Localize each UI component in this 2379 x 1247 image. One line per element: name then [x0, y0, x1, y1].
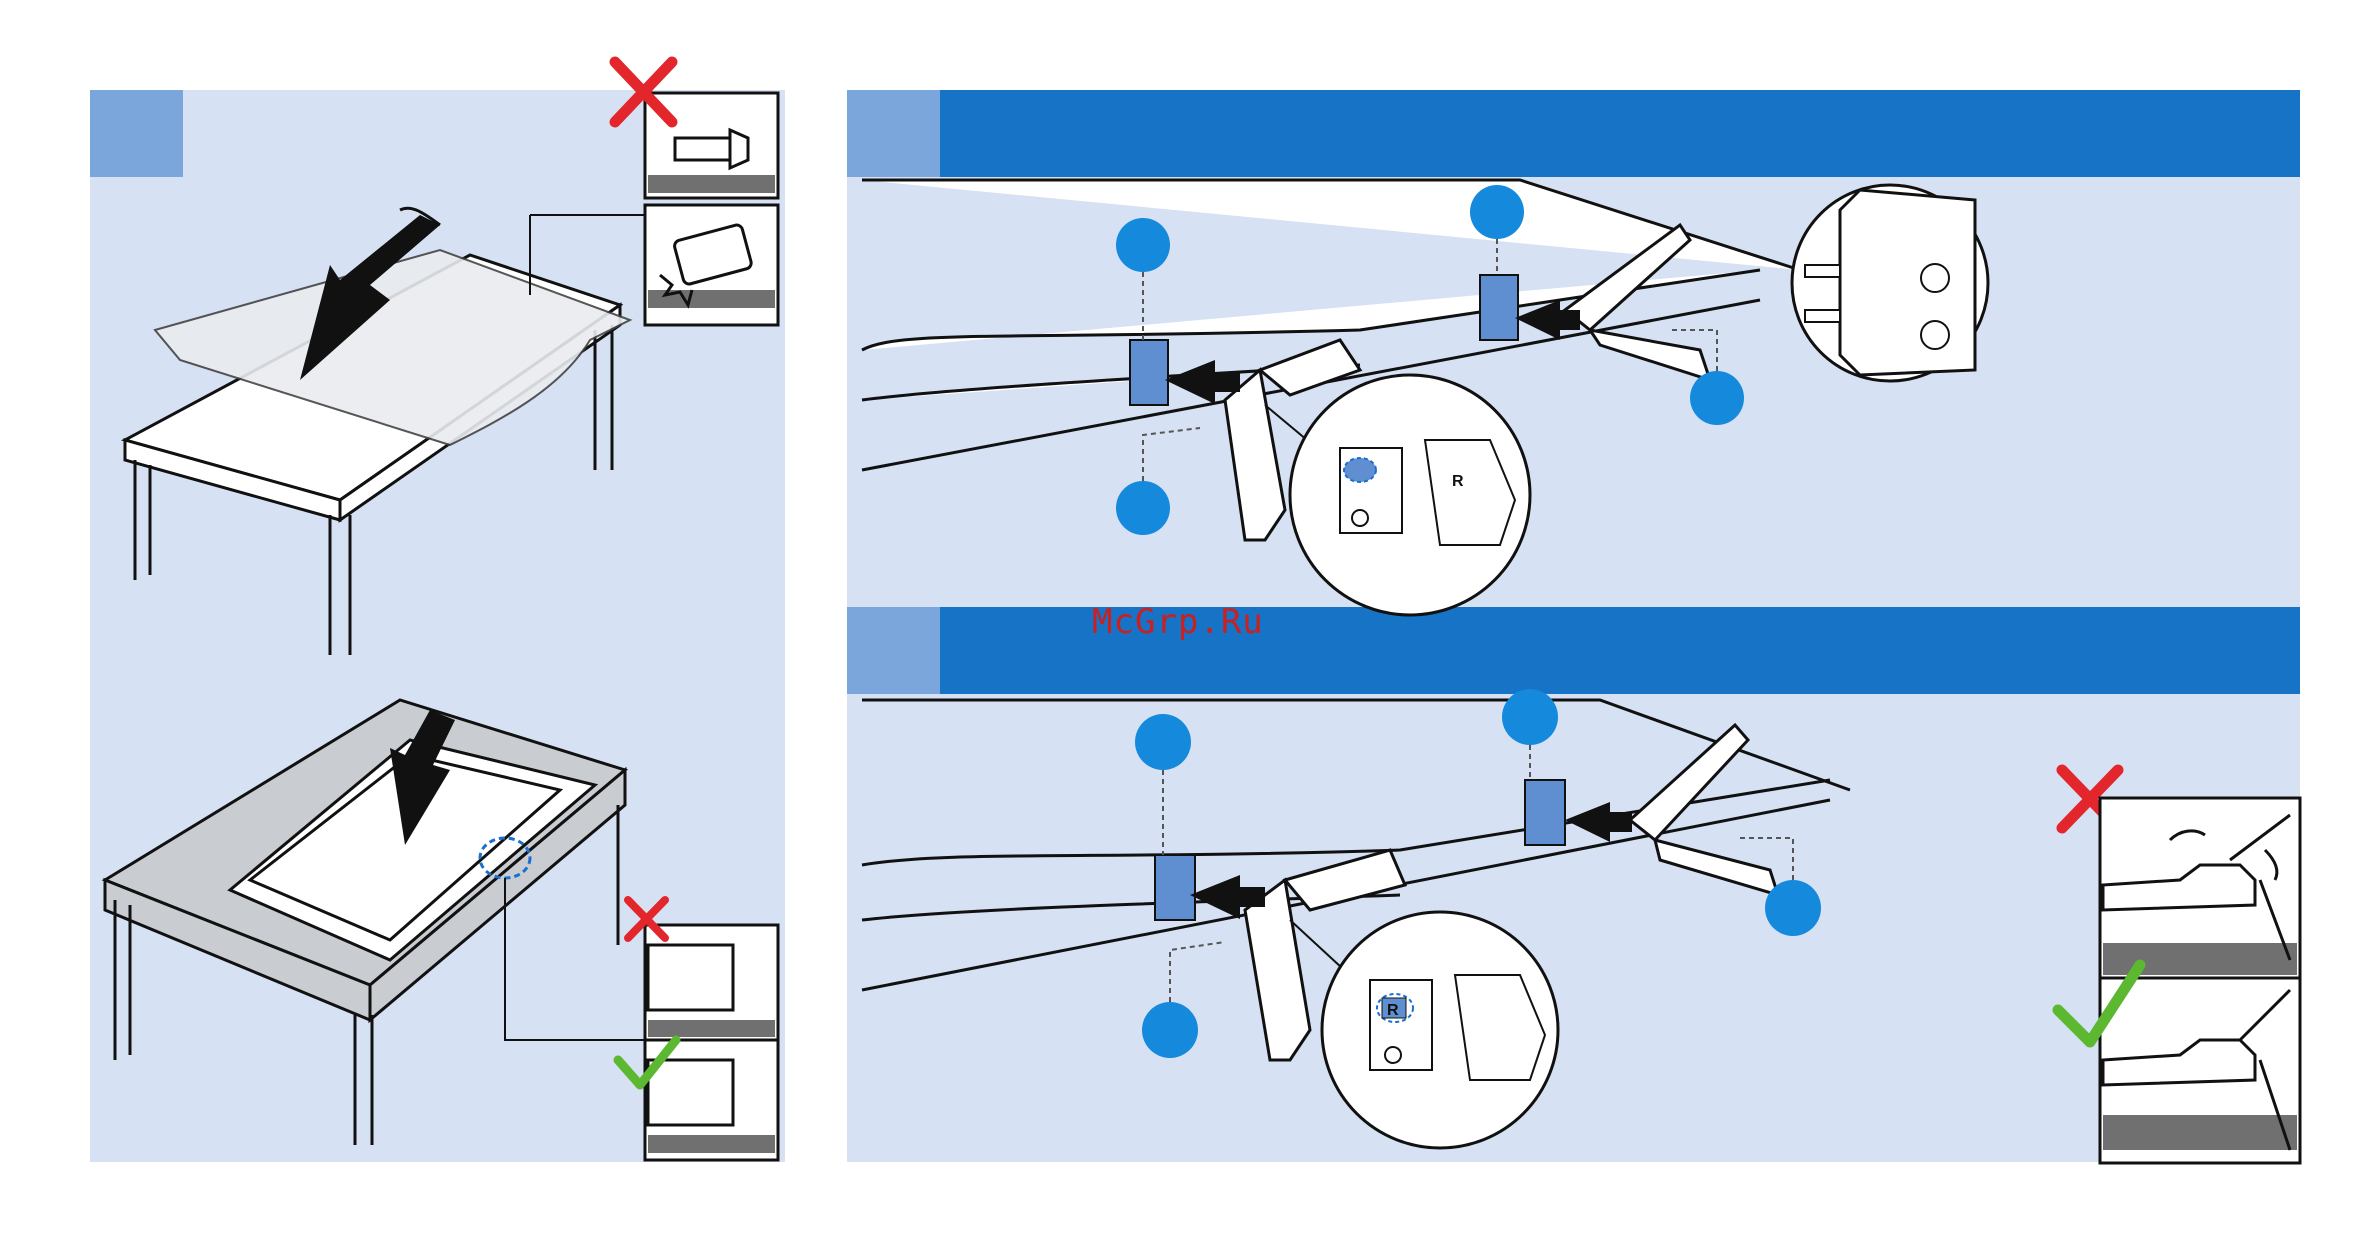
- bracket-plate-right: [1480, 275, 1518, 340]
- callout-dot: [1142, 1002, 1198, 1058]
- r-label: R: [1387, 1002, 1399, 1019]
- callout-dot: [1765, 880, 1821, 936]
- tv-on-table-illustration: [105, 700, 625, 1145]
- bracket-plate-left: [1130, 340, 1168, 405]
- callout-dot: [1116, 218, 1170, 272]
- bracket-plate-left: [1155, 855, 1195, 920]
- stand-leg-right: [1630, 725, 1778, 895]
- bracket-plate-right: [1525, 780, 1565, 845]
- callout-dot: [1135, 714, 1191, 770]
- callout-dot: [1690, 371, 1744, 425]
- callout-dot: [1116, 481, 1170, 535]
- r-label: R: [1452, 473, 1464, 490]
- callout-dot: [1470, 185, 1524, 239]
- callout-dot: [1502, 689, 1558, 745]
- arrow-icon: [1565, 802, 1632, 842]
